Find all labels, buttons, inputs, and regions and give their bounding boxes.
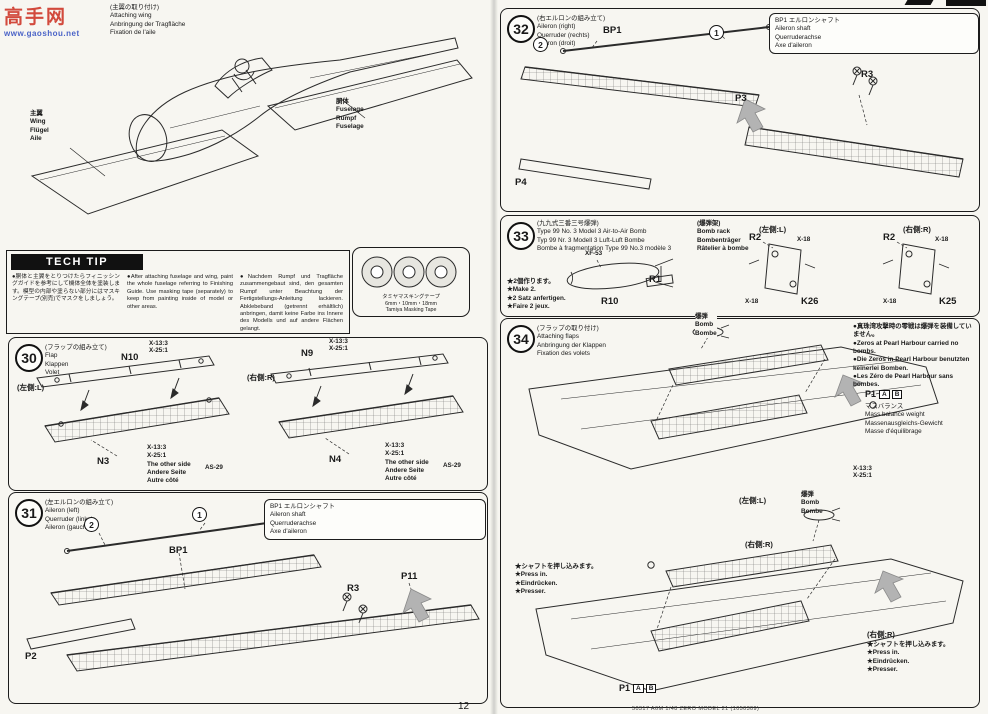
- masking-tape-box: タミヤマスキングテープ 6mm・10mm・18mm Tamiya Masking…: [352, 247, 470, 317]
- fuselage-label: 胴体 Fuselage Rumpf Fuselage: [336, 98, 364, 130]
- step-33-box: 33 (九九式三番三号爆弾) Type 99 No. 3 Model 3 Air…: [500, 215, 980, 317]
- part-label-n3: N3: [97, 456, 110, 467]
- sprue-box-b: B: [645, 683, 657, 693]
- press-in-note: ★シャフトを押し込みます。 ★Press in. ★Eindrücken. ★P…: [867, 641, 950, 673]
- order-circle-1: 1: [709, 25, 724, 40]
- step-30-diagram: [36, 353, 464, 457]
- paint-callout-xf: XF-53: [585, 250, 603, 257]
- bomb-label: 爆弾 Bomb Bombe: [801, 491, 823, 515]
- footer-product-code: 50317 A6M 1/48 ZERO MODEL 21 (1050309): [632, 706, 760, 712]
- paint-callout: X-13:3 X-25:1: [329, 338, 348, 352]
- step-33-number: 33: [507, 222, 535, 250]
- step-31-box: 31 (左エルロンの組み立て) Aileron (left) Querruder…: [8, 492, 488, 704]
- sprue-box-a: A: [633, 683, 644, 693]
- page-gutter: [490, 0, 498, 714]
- step-34-box: 34 (フラップの取り付け) Attaching flaps Anbringun…: [500, 313, 980, 708]
- order-circle-2: 2: [533, 37, 548, 52]
- mass-balance-label: マスバランス Mass balance weight Massenausglei…: [865, 403, 943, 435]
- step-32-box: 32 (右エルロンの組み立て) Aileron (right) Querrude…: [500, 8, 980, 212]
- step-34-left-side-label: (左側:L): [739, 496, 767, 505]
- part-label-bp1: BP1: [169, 545, 188, 556]
- part-label-r1: R1: [649, 274, 662, 285]
- order-circle-2: 2: [84, 517, 99, 532]
- part-label-p11: P11: [401, 571, 418, 582]
- masking-tape-icon: [361, 256, 457, 288]
- pearl-harbour-note: ●真珠湾攻撃時の零戦は爆弾を装備していません。 ●Zeros at Pearl …: [853, 323, 972, 389]
- part-label-k26: K26: [801, 296, 819, 307]
- part-label-r3: R3: [861, 69, 874, 80]
- part-label-p1-group: P1 A B: [619, 683, 657, 693]
- step-31-number: 31: [15, 499, 43, 527]
- paint-callout-as29: AS-29: [443, 462, 461, 469]
- step-30-title: (フラップの組み立て) Flap Klappen Volet: [45, 344, 107, 376]
- part-label-n10: N10: [121, 352, 139, 363]
- part-label-n9: N9: [301, 348, 314, 359]
- step-34-right-side-label: (右側:R): [745, 540, 773, 549]
- tech-tip-box: TECH TIP ●胴体と主翼をとりつけたらフィニッシングガイドを参考にして機体…: [6, 250, 350, 334]
- paint-callout-x18: X-18: [745, 298, 759, 305]
- step-31-diagram: [26, 520, 480, 672]
- tech-tip-text-de: ●Nachdem Rumpf und Tragfläche zusammenge…: [240, 274, 343, 332]
- step-30-number: 30: [15, 344, 43, 372]
- step-30-right-side-label: (右側:R): [247, 373, 275, 382]
- step-33-left-side-label: (左側:L): [759, 225, 787, 234]
- part-label-p4: P4: [515, 177, 527, 188]
- step-34-title: (フラップの取り付け) Attaching flaps Anbringung d…: [537, 325, 606, 357]
- sprue-box-b: B: [891, 389, 903, 399]
- part-label-n4: N4: [329, 454, 342, 465]
- part-label-p2: P2: [25, 651, 37, 662]
- part-label-p1: P1: [865, 389, 877, 399]
- step-33-title: (九九式三番三号爆弾) Type 99 No. 3 Model 3 Air-to…: [537, 220, 672, 252]
- step-32-number: 32: [507, 15, 535, 43]
- step-34-right-side-label: (右側:R): [867, 630, 895, 639]
- step-32-diagram: [518, 24, 964, 190]
- tech-tip-text-jp: ●胴体と主翼をとりつけたらフィニッシングガイドを参考にして機体全体を塗装します。…: [12, 274, 120, 303]
- bp1-legend-box: BP1 エルロンシャフト Aileron shaft Querruderachs…: [264, 499, 486, 541]
- step-30-left-side-label: (左側:L): [17, 383, 45, 392]
- other-side-note: X-13:3 X-25:1 The other side Andere Seit…: [385, 442, 429, 483]
- step-34-number: 34: [507, 325, 535, 353]
- paint-callout: X-13:3 X-25:1: [853, 465, 872, 479]
- wing-fuselage-assembly-diagram: [30, 37, 473, 215]
- paint-callout-x18: X-18: [935, 236, 949, 243]
- watermark-url: www.gaoshou.net: [4, 29, 80, 38]
- watermark: 高手网 www.gaoshou.net: [4, 2, 80, 38]
- step-33-right-side-label: (右側:R): [903, 225, 931, 234]
- part-label-bp1: BP1: [603, 25, 622, 36]
- scan-crop-artifact: [946, 0, 986, 6]
- part-label-r2: R2: [883, 232, 896, 243]
- step-33-diagram: [566, 241, 950, 295]
- tech-tip-text-en: ●After attaching fuselage and wing, pain…: [127, 274, 233, 310]
- step-31-title: (左エルロンの組み立て) Aileron (left) Querruder (l…: [45, 499, 114, 531]
- watermark-text: 高手网: [4, 6, 68, 28]
- scan-crop-artifact: [904, 0, 934, 5]
- paint-callout-x18: X-18: [883, 298, 897, 305]
- step-34-diagram: [528, 324, 964, 692]
- part-label-p3: P3: [735, 93, 747, 104]
- top-diagram-title: (主翼の取り付け) Attaching wing Anbringung der …: [110, 4, 186, 36]
- wing-label: 主翼 Wing Flügel Aile: [30, 110, 49, 142]
- part-label-r2: R2: [749, 232, 762, 243]
- bp1-legend-box: BP1 エルロンシャフト Aileron shaft Querruderachs…: [769, 13, 979, 55]
- sprue-box-a: A: [879, 389, 890, 399]
- make-two-note: ★2個作ります。 ★Make 2. ★2 Satz anfertigen. ★F…: [507, 278, 566, 310]
- part-label-p1: P1: [619, 683, 631, 693]
- page-number: 12: [458, 701, 470, 712]
- other-side-note: X-13:3 X-25:1 The other side Andere Seit…: [147, 444, 191, 485]
- order-circle-1: 1: [192, 507, 207, 522]
- paint-callout: X-13:3 X-25:1: [149, 340, 168, 354]
- part-label-k25: K25: [939, 296, 957, 307]
- press-in-note: ★シャフトを押し込みます。 ★Press in. ★Eindrücken. ★P…: [515, 563, 598, 595]
- part-label-r3: R3: [347, 583, 360, 594]
- tech-tip-header: TECH TIP: [11, 254, 143, 270]
- paint-callout-x18: X-18: [797, 236, 811, 243]
- masking-tape-caption: タミヤマスキングテープ 6mm・10mm・18mm Tamiya Masking…: [382, 294, 440, 314]
- paint-callout-as29: AS-29: [205, 464, 223, 471]
- part-label-r10: R10: [601, 296, 619, 307]
- bomb-rack-label: (爆弾架) Bomb rack Bombenträger Râtelier à …: [697, 220, 749, 252]
- step-30-box: 30 (フラップの組み立て) Flap Klappen Volet (左側:L)…: [8, 337, 488, 491]
- bomb-label: 爆弾 Bomb Bombe: [695, 313, 717, 338]
- part-label-p1-group: P1 A B: [865, 389, 903, 399]
